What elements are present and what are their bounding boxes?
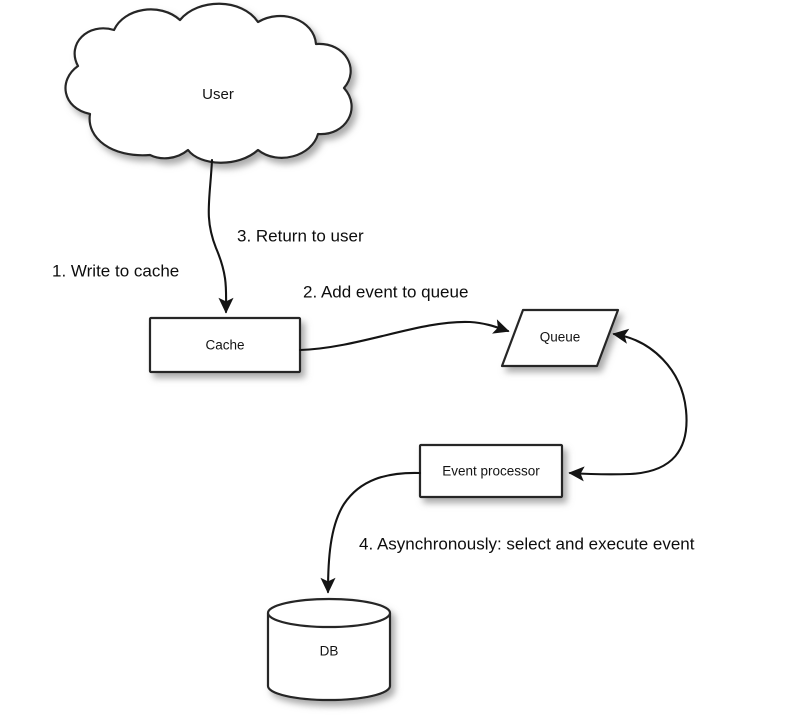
node-event-processor[interactable]: Event processor	[418, 443, 564, 499]
edge-cache-to-queue	[298, 319, 510, 352]
node-user[interactable]: User	[64, 2, 353, 164]
node-db-label: DB	[320, 644, 339, 659]
node-user-label: User	[202, 86, 234, 103]
node-db[interactable]: DB	[266, 597, 392, 702]
node-queue[interactable]: Queue	[500, 308, 620, 368]
step-label-3: 3. Return to user	[237, 226, 364, 245]
edge-user-to-cache	[207, 158, 234, 314]
step-label-1: 1. Write to cache	[52, 261, 179, 280]
edge-event-processor-to-db	[320, 471, 422, 594]
node-queue-label: Queue	[540, 330, 581, 345]
step-label-4: 4. Asynchronously: select and execute ev…	[359, 534, 695, 553]
edge-queue-event-processor	[568, 328, 688, 482]
step-label-2: 2. Add event to queue	[303, 282, 468, 301]
node-cache[interactable]: Cache	[148, 316, 302, 374]
node-event-processor-label: Event processor	[442, 464, 540, 479]
node-cache-label: Cache	[205, 338, 244, 353]
